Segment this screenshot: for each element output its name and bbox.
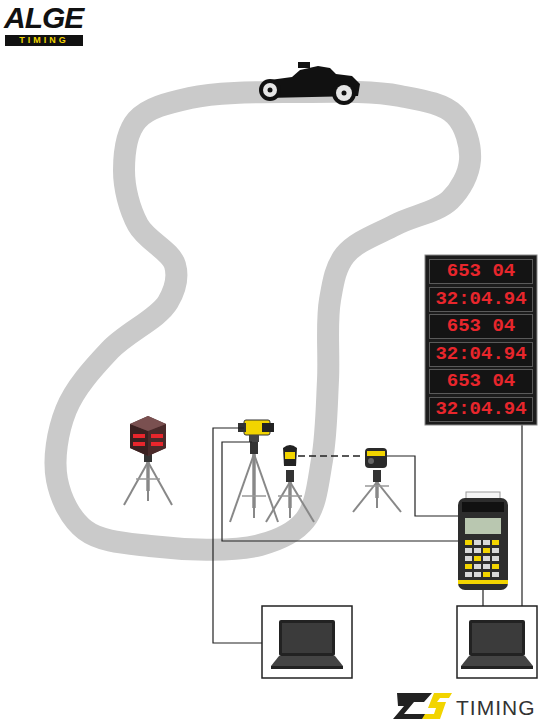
- photocell-receiver: [365, 448, 387, 468]
- reflector-tripod: [353, 470, 401, 512]
- zs-logo-mark: [393, 693, 452, 719]
- logo-text: ALGE: [4, 3, 83, 33]
- photocell: [283, 445, 297, 466]
- scoreboard-panel: 653 04: [429, 314, 533, 339]
- photocell-tripod: [266, 470, 314, 522]
- display-tripod: [124, 450, 172, 505]
- cable: [387, 456, 458, 516]
- logo-text: TIMING: [5, 35, 83, 46]
- display-digits: 653 04: [447, 262, 515, 281]
- timing-camera: [238, 420, 274, 442]
- display-digits: 653 04: [447, 317, 515, 336]
- display-digits: 32:04.94: [435, 345, 526, 364]
- cable: [521, 425, 522, 606]
- display-digits: 32:04.94: [435, 400, 526, 419]
- laptop-frame: [262, 606, 352, 678]
- logo-text: TIMING: [456, 697, 536, 718]
- laptop-computer: [271, 620, 343, 669]
- vintage-car: [259, 62, 360, 105]
- cable: [222, 442, 458, 541]
- race-track: [56, 92, 471, 550]
- laptop-computer: [461, 620, 533, 669]
- scoreboard-panel: 653 04: [429, 369, 533, 394]
- display-digits: 653 04: [447, 372, 515, 391]
- camera-tripod: [230, 442, 278, 522]
- display-digits: 32:04.94: [435, 290, 526, 309]
- cube-display: [130, 416, 166, 456]
- timer-printer: [458, 492, 508, 590]
- cable: [482, 590, 483, 606]
- scoreboard-frame: [425, 255, 537, 425]
- scoreboard-panel: 32:04.94: [429, 287, 533, 312]
- light-beam: [298, 455, 364, 457]
- scoreboard-panel: 653 04: [429, 259, 533, 284]
- scoreboard-panel: 32:04.94: [429, 342, 533, 367]
- scoreboard-panel: 32:04.94: [429, 397, 533, 422]
- laptop-frame: [457, 606, 537, 678]
